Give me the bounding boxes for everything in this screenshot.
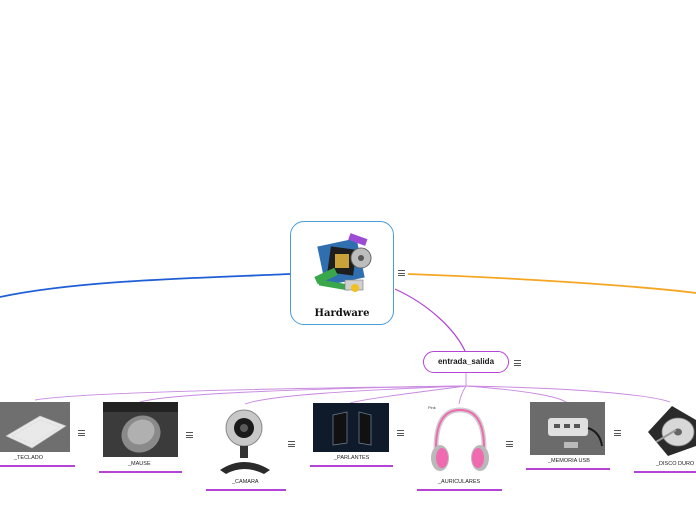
leaf-label-disco: _DISCO DURO: [656, 461, 695, 467]
leaf-underline-camara: [206, 489, 286, 491]
leaf-label-parlantes: _PARLANTES: [334, 455, 370, 461]
leaf-label-mause: _MAUSE: [128, 461, 151, 467]
auriculares-image-caption: Pink: [428, 405, 436, 410]
branch-line-left: [0, 273, 291, 298]
leaf-label-memoria: _MEMORIA USB: [548, 458, 590, 464]
leaf-label-teclado: _TECLADO: [14, 455, 44, 461]
memoria-menu-icon[interactable]: [614, 430, 621, 436]
root-title: Hardware: [314, 308, 370, 319]
mouse-image: [103, 402, 178, 457]
camara-menu-icon[interactable]: [288, 441, 295, 447]
hard-drive-image: [642, 402, 696, 458]
leaf-label-auriculares: _AURICULARES: [438, 479, 481, 485]
hub-node-entrada-salida[interactable]: entrada_salida: [423, 351, 509, 373]
root-menu-icon[interactable]: [398, 270, 405, 276]
leaf-connectors: [34, 373, 671, 405]
headphones-image: [424, 402, 494, 476]
branch-line-right: [407, 273, 696, 294]
leaf-underline-disco: [634, 471, 696, 473]
usb-hub-image: [530, 402, 605, 455]
leaf-underline-parlantes: [310, 465, 393, 467]
parlantes-menu-icon[interactable]: [397, 430, 404, 436]
leaf-label-camara: _CAMARA: [232, 479, 259, 485]
webcam-image: [214, 404, 278, 476]
leaf-underline-memoria: [526, 468, 610, 470]
hub-menu-icon[interactable]: [514, 360, 521, 366]
leaf-underline-teclado: [0, 465, 75, 467]
teclado-menu-icon[interactable]: [78, 430, 85, 436]
computer-parts-image: [314, 233, 372, 292]
root-node-hardware[interactable]: Hardware: [290, 221, 394, 325]
leaf-underline-auriculares: [417, 489, 502, 491]
mause-menu-icon[interactable]: [186, 432, 193, 438]
auriculares-menu-icon[interactable]: [506, 441, 513, 447]
keyboard-image: [0, 402, 70, 452]
branch-line-hub: [394, 288, 466, 352]
speakers-image: [313, 403, 389, 452]
leaf-underline-mause: [99, 471, 182, 473]
